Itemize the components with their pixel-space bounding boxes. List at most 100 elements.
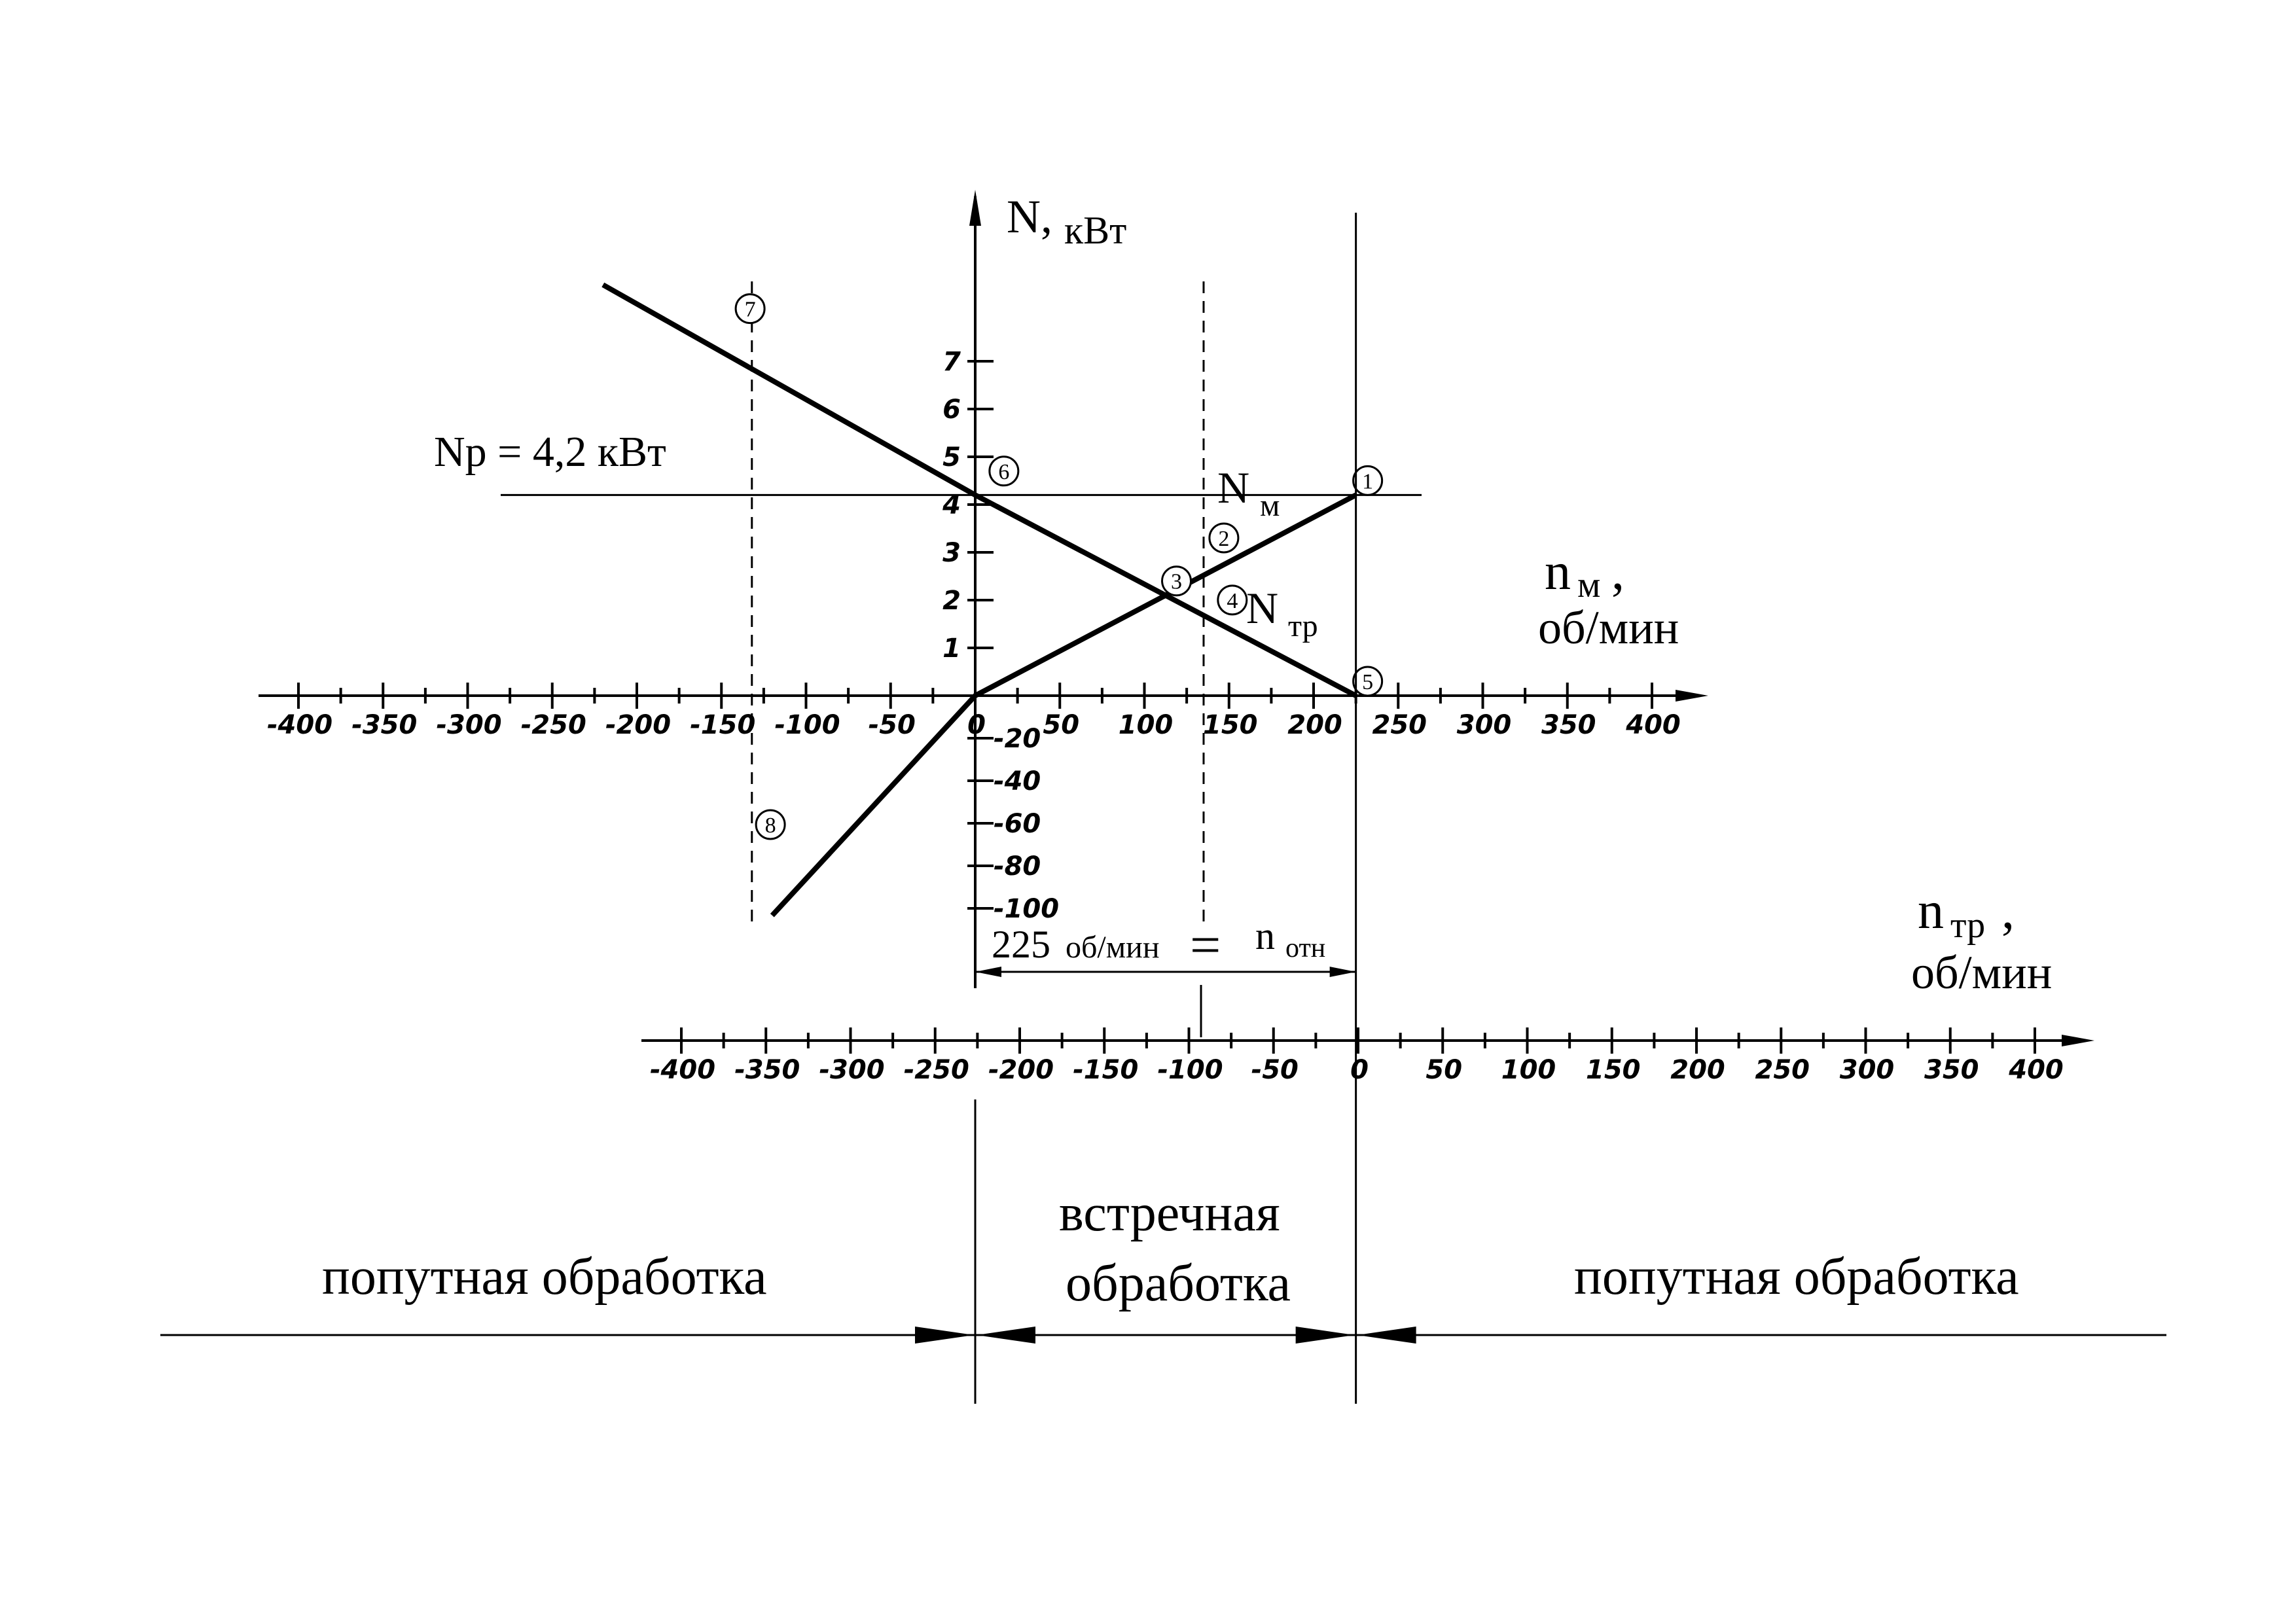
series-nm-sub: м [1260, 488, 1280, 523]
x-axis-m-tick-label: -250 [521, 710, 586, 740]
series-nm-line [770, 492, 1357, 918]
x-axis-tr-tick-label: -200 [988, 1055, 1054, 1085]
x-axis-tr-tick-label: -50 [1251, 1055, 1299, 1085]
n-otn-unit: об/мин [1066, 930, 1160, 965]
point-label-1: 1 [1362, 469, 1373, 493]
x-axis-m-comma: , [1611, 543, 1624, 601]
x-axis-tr-unit: об/мин [1911, 946, 2052, 999]
point-marker-2 [1208, 522, 1240, 554]
y-axis-tick-label: 1 [942, 633, 961, 664]
x-axis-tr-arrow [2062, 1035, 2094, 1046]
zone-arrow-right-in [1357, 1327, 1416, 1344]
zone-left-label: попутная обработка [322, 1248, 767, 1306]
n-otn-equals: = [1190, 915, 1221, 976]
point-label-3: 3 [1171, 570, 1182, 594]
point-marker-7 [734, 293, 766, 325]
zone-arrow-left-in [915, 1327, 974, 1344]
x-axis-tr-tick-label: -150 [1073, 1055, 1138, 1085]
y-axis-arrow [969, 190, 981, 226]
n-otn-arrow-left [975, 967, 1001, 977]
zone-arrow-middle-left [977, 1327, 1035, 1344]
x-axis-m-sub: м [1577, 565, 1600, 605]
y-axis-title: N, [1007, 190, 1052, 243]
series-ntr-sub: тр [1288, 609, 1318, 643]
x-axis-tr-tick-label: -250 [904, 1055, 969, 1085]
y-axis-neg-tick-label: -40 [994, 766, 1041, 796]
y-axis-unit: кВт [1064, 209, 1126, 252]
x-axis-tr-tick-label: 150 [1586, 1055, 1641, 1085]
x-axis-tr-tick-label: -300 [819, 1055, 884, 1085]
x-axis-m-tick-label: 100 [1119, 710, 1174, 740]
x-axis-m-tick-label: -100 [774, 710, 840, 740]
x-axis-tr-label: n тр , об/мин [1911, 882, 2052, 999]
zone-right-label: попутная обработка [1574, 1248, 2019, 1306]
x-axis-m-tick-label: 400 [1625, 710, 1681, 740]
y-axis-neg-tick-label: -60 [994, 809, 1041, 839]
point-marker-8 [755, 809, 786, 840]
n-otn-symbol: n [1255, 914, 1275, 957]
series-ntr-line [601, 282, 1357, 698]
x-axis-m-tick-label: 200 [1287, 710, 1342, 740]
x-axis-tr-sub: тр [1950, 905, 1985, 946]
n-otn-value: 225 [992, 923, 1050, 966]
x-axis-m-title: n [1545, 543, 1571, 601]
x-axis-m-arrow [1676, 690, 1708, 702]
x-axis-m-tick-label: 250 [1372, 710, 1427, 740]
x-axis-m-tick-label: -150 [690, 710, 755, 740]
x-axis-tr-tick-label: 200 [1670, 1055, 1725, 1085]
x-axis-m-label: n м , об/мин [1538, 543, 1679, 654]
x-axis-m-tick-label: -200 [605, 710, 671, 740]
n-otn-arrow-right [1329, 967, 1356, 977]
series-ntr-label: N [1246, 583, 1278, 633]
x-axis-m-tick-label: 350 [1541, 710, 1596, 740]
zone-labels: попутная обработка встречная обработка п… [322, 1185, 2019, 1312]
point-marker-6 [988, 455, 1020, 487]
x-axis-m-tick-label: 150 [1203, 710, 1258, 740]
point-marker-1 [1352, 465, 1384, 496]
y-axis-neg-tick-label: -100 [994, 894, 1059, 924]
series-nm-label: N [1217, 463, 1249, 512]
np-line-label: Nр = 4,2 кВт [434, 428, 666, 476]
x-axis-m-tick-label: -350 [351, 710, 417, 740]
series-labels: N м N тр [1217, 463, 1318, 643]
x-axis-tr-tick-label: 250 [1755, 1055, 1810, 1085]
y-axis-tick-label: 6 [942, 395, 961, 425]
zone-middle-label-1: встречная [1059, 1185, 1280, 1242]
x-axis-tr-tick-label: 400 [2008, 1055, 2064, 1085]
x-axis-m-tick-label: 300 [1457, 710, 1512, 740]
point-label-4: 4 [1227, 589, 1238, 613]
x-axis-tr-tick-label: -100 [1157, 1055, 1223, 1085]
n-otn-sub: отн [1285, 933, 1325, 963]
x-axis-tr-tick-label: 300 [1840, 1055, 1895, 1085]
x-axis-m-tick-label: -50 [869, 710, 916, 740]
y-axis-tick-label: 2 [942, 586, 961, 616]
point-label-5: 5 [1362, 670, 1373, 694]
y-axis-tick-label: 7 [942, 347, 961, 377]
x-axis-m-tick-label: -400 [267, 710, 332, 740]
x-axis-m-unit: об/мин [1538, 601, 1679, 654]
y-axis-neg-tick-label: -80 [994, 851, 1041, 882]
point-label-7: 7 [745, 298, 756, 322]
x-axis-tr-tick-label: 50 [1426, 1055, 1462, 1085]
point-marker-3 [1161, 565, 1193, 597]
x-axis-tr-tick-label: 100 [1501, 1055, 1556, 1085]
point-label-8: 8 [765, 813, 776, 838]
point-label-6: 6 [998, 460, 1009, 484]
x-axis-tr-tick-label: -350 [734, 1055, 800, 1085]
zone-arrow-middle-right [1295, 1327, 1355, 1344]
y-axis-neg-tick-label: -20 [994, 724, 1041, 754]
x-axis-tr-comma: , [2001, 882, 2015, 940]
point-marker-4 [1217, 584, 1248, 616]
zone-middle-label-2: обработка [1066, 1255, 1291, 1312]
point-label-2: 2 [1218, 527, 1229, 551]
y-axis-tick-label: 5 [942, 442, 961, 473]
x-axis-m-tick-label: 50 [1043, 710, 1079, 740]
x-axis-tr-tick-label: 0 [1350, 1055, 1369, 1085]
x-axis-tr-tick-label: -400 [650, 1055, 715, 1085]
x-axis-tr-title: n [1918, 882, 1944, 940]
y-axis-label: N, кВт [1007, 190, 1126, 252]
y-axis-tick-label: 3 [942, 538, 961, 568]
n-otn-label: 225 об/мин = n отн [992, 914, 1325, 976]
